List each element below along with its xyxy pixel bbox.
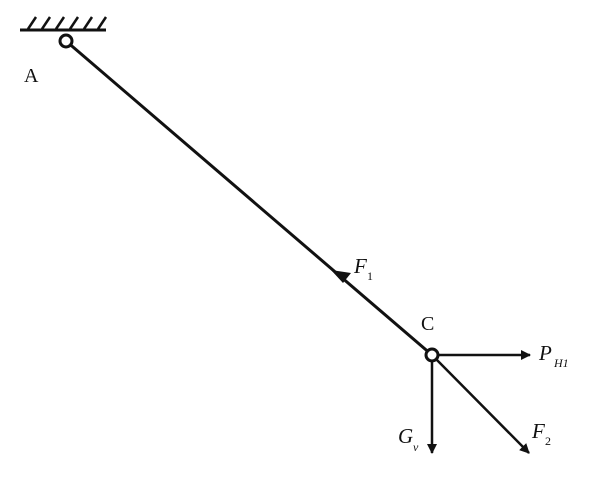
label-c: C [421, 313, 434, 335]
label-a: A [24, 65, 39, 87]
pin-a [58, 33, 74, 49]
fixed-support [20, 16, 108, 32]
label-ph1-symbol: P [538, 341, 552, 365]
label-ph1-subscript: H1 [553, 356, 569, 370]
label-f1-symbol: F [353, 254, 367, 278]
label-gv-subscript: v [413, 440, 419, 454]
label-f1-subscript: 1 [367, 269, 373, 283]
bar-ac [65, 39, 433, 357]
label-gv-symbol: G [398, 424, 413, 448]
f1-arrow [331, 270, 351, 283]
label-ph1: P H1 [538, 341, 569, 370]
label-gv: G v [398, 424, 419, 454]
pin-c [424, 347, 440, 363]
label-f1: F 1 [353, 254, 373, 283]
label-f2: F 2 [531, 419, 551, 448]
label-f2-subscript: 2 [545, 434, 551, 448]
label-f2-symbol: F [531, 419, 545, 443]
f2-arrow [431, 354, 530, 454]
